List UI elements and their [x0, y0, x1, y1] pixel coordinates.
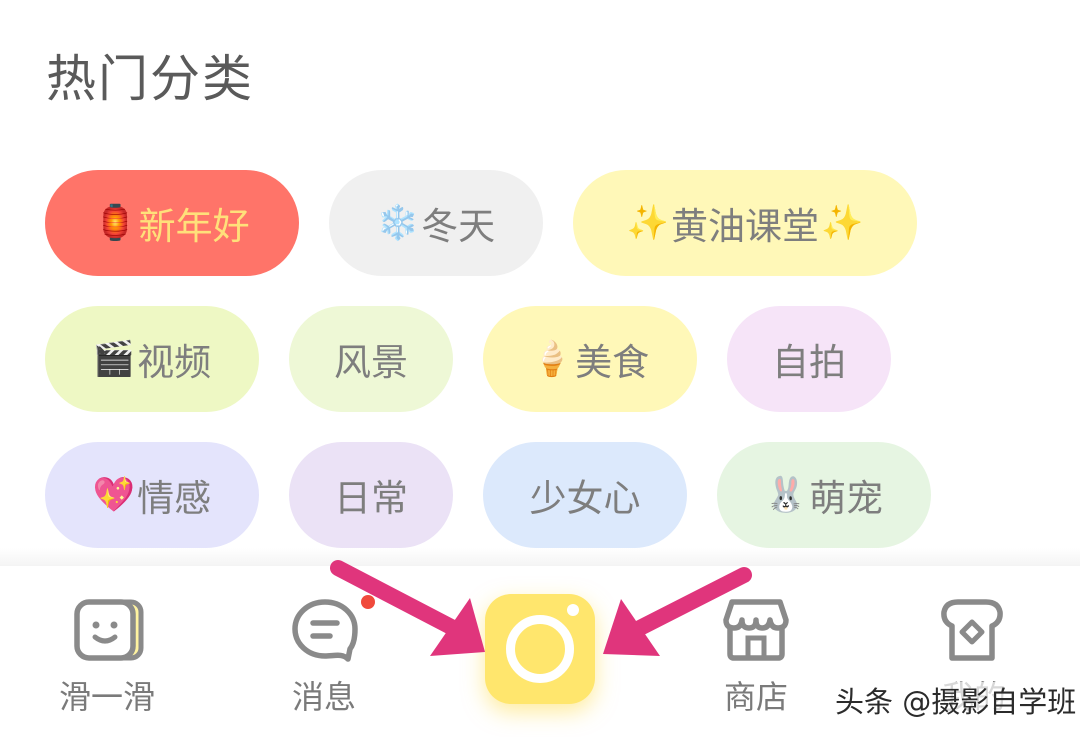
category-chip-emotion[interactable]: 💖 情感: [45, 442, 259, 548]
storefront-icon: [723, 599, 789, 661]
category-chip-food[interactable]: 🍦 美食: [483, 306, 697, 412]
category-label: 萌宠: [809, 477, 884, 520]
arrow-right-icon: [603, 567, 752, 656]
tab-label: 消息: [291, 678, 356, 716]
tab-label: 滑一滑: [58, 678, 155, 716]
clapper-board-icon: 🎬: [92, 339, 136, 379]
category-label: 新年好: [138, 205, 250, 248]
category-label: 少女心: [529, 477, 641, 520]
watermark: 头条 @摄影自学班: [833, 682, 1079, 722]
arrow-left-icon: [330, 560, 485, 656]
category-label: 风景: [334, 341, 408, 384]
rabbit-face-icon: 🐰: [764, 475, 808, 515]
chat-bubble-icon: [292, 599, 358, 662]
camera-icon: [506, 615, 574, 683]
category-chip-pets[interactable]: 🐰 萌宠: [717, 442, 931, 548]
category-chip-scenery[interactable]: 风景: [289, 306, 453, 412]
page-title: 热门分类: [46, 50, 254, 108]
category-chip-video[interactable]: 🎬 视频: [45, 306, 259, 412]
snowflake-icon: ❄️: [376, 203, 420, 243]
category-label: 情感: [137, 477, 212, 520]
category-chip-daily[interactable]: 日常: [289, 442, 453, 548]
category-label: 冬天: [421, 205, 496, 248]
tabbar-divider: [0, 548, 1080, 568]
sparkles-icon: ✨: [821, 203, 864, 243]
unread-badge: [361, 595, 375, 609]
category-label: 日常: [334, 477, 408, 520]
tab-label: 商店: [723, 678, 788, 716]
camera-flash-dot: [567, 604, 579, 616]
category-chip-selfie[interactable]: 自拍: [727, 306, 891, 412]
smiley-card-icon: [74, 599, 144, 661]
lantern-icon: 🏮: [94, 203, 137, 243]
sparkling-heart-icon: 💖: [92, 475, 136, 515]
category-label: 自拍: [772, 341, 846, 384]
category-chip-new-year[interactable]: 🏮 新年好: [45, 170, 299, 276]
ice-cream-icon: 🍦: [530, 339, 574, 379]
category-label: 视频: [137, 341, 212, 384]
toast-profile-icon: [941, 599, 1003, 661]
sparkles-icon: ✨: [626, 203, 669, 243]
category-chip-butter-class[interactable]: ✨ 黄油课堂 ✨: [573, 170, 917, 276]
category-label: 美食: [575, 341, 650, 384]
camera-button[interactable]: [485, 594, 595, 704]
category-chip-winter[interactable]: ❄️ 冬天: [329, 170, 543, 276]
category-label: 黄油课堂: [671, 205, 819, 248]
category-chip-girlish[interactable]: 少女心: [483, 442, 687, 548]
